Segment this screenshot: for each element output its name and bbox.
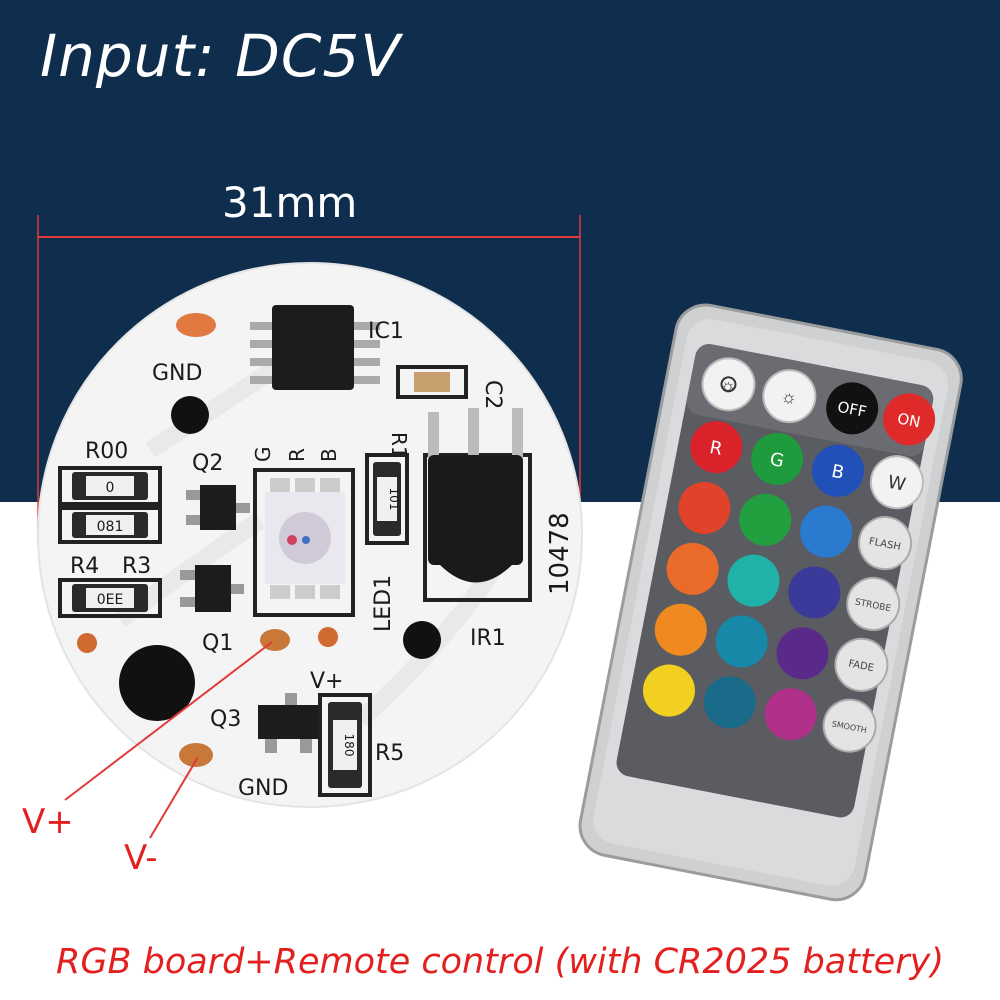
dimension-label: 31mm (222, 178, 358, 227)
label-r: R (285, 448, 309, 462)
smooth-button[interactable]: SMOOTH (819, 695, 880, 756)
on-button[interactable]: ON (879, 389, 940, 450)
transistor-q2 (186, 485, 250, 530)
color-button-grid: R G B W (638, 417, 927, 745)
caption: RGB board+Remote control (with CR2025 ba… (56, 942, 944, 982)
color-button[interactable] (723, 550, 784, 611)
v-minus-pointer (149, 756, 199, 839)
label-r5: R5 (375, 741, 404, 766)
brightness-up-button[interactable]: ☼ (698, 354, 759, 415)
svg-text:FADE: FADE (847, 658, 874, 674)
label-led1: LED1 (371, 575, 396, 632)
resistor-r4: 081 (58, 506, 162, 544)
svg-text:101: 101 (387, 488, 401, 511)
label-gnd-top: GND (152, 361, 202, 386)
strobe-button[interactable]: STROBE (843, 573, 904, 634)
svg-text:OFF: OFF (836, 398, 868, 421)
solder-pad (77, 633, 97, 653)
rgb-led-led1 (253, 468, 355, 617)
resistor-r1: 101 (365, 453, 409, 545)
page-title: Input: DC5V (40, 22, 401, 90)
solder-pad (318, 627, 338, 647)
transistor-q1 (180, 565, 244, 612)
transistor-q3 (258, 693, 318, 753)
fade-button[interactable]: FADE (831, 634, 892, 695)
label-q2: Q2 (192, 451, 223, 476)
ir-receiver-ir1 (423, 408, 532, 602)
svg-text:W: W (886, 472, 908, 496)
green-button[interactable]: G (747, 428, 808, 489)
color-button[interactable] (650, 599, 711, 660)
red-button[interactable]: R (686, 417, 747, 478)
label-g: G (251, 447, 275, 463)
svg-text:0EE: 0EE (97, 592, 124, 608)
color-button[interactable] (772, 623, 833, 684)
svg-text:G: G (768, 449, 786, 472)
board-serial: 10478 (545, 512, 575, 595)
svg-text:180: 180 (342, 734, 356, 757)
off-button[interactable]: OFF (822, 378, 883, 439)
brightness-down-button[interactable]: ☼ (759, 366, 820, 427)
resistor-r3: 0EE (58, 578, 162, 618)
mounting-hole (171, 396, 209, 434)
color-button[interactable] (662, 538, 723, 599)
label-c2: C2 (480, 380, 505, 409)
label-r00: R00 (85, 439, 128, 464)
svg-text:081: 081 (97, 519, 124, 535)
solder-pad (179, 743, 213, 767)
label-q3: Q3 (210, 707, 241, 732)
color-button[interactable] (796, 501, 857, 562)
dimension-line (37, 215, 581, 545)
label-ic1: IC1 (368, 319, 404, 344)
blue-button[interactable]: B (808, 440, 869, 501)
resistor-r5: 180 (318, 693, 372, 797)
color-button[interactable] (711, 611, 772, 672)
label-r4: R4 (70, 554, 99, 579)
svg-text:R: R (708, 437, 724, 460)
svg-text:ON: ON (896, 409, 922, 431)
mounting-hole (403, 621, 441, 659)
remote-control: ☼ ☼ OFF ON R G B (578, 303, 963, 902)
color-button[interactable] (735, 489, 796, 550)
label-ir1: IR1 (470, 626, 506, 651)
sun-dim-icon: ☼ (779, 386, 799, 409)
svg-text:0: 0 (106, 480, 115, 496)
solder-pad (176, 313, 216, 337)
v-plus-pointer (64, 641, 273, 801)
color-button[interactable] (699, 672, 760, 733)
label-r3: R3 (122, 554, 151, 579)
label-b: B (317, 448, 341, 462)
v-plus-label: V+ (22, 802, 74, 842)
ic1-chip (250, 305, 380, 390)
color-button[interactable] (674, 478, 735, 539)
label-gnd-bottom: GND (238, 776, 288, 801)
flash-button[interactable]: FLASH (855, 513, 916, 574)
white-button[interactable]: W (866, 452, 927, 513)
svg-text:B: B (830, 461, 846, 484)
sun-icon: ☼ (718, 374, 738, 397)
v-minus-label: V- (124, 838, 158, 878)
rgb-pcb-board: IC1 C2 GND R00 0 081 R4 R3 0EE Q2 (37, 262, 583, 808)
label-v-plus: V+ (310, 669, 343, 694)
color-button[interactable] (784, 562, 845, 623)
resistor-r00: 0 (58, 466, 162, 506)
label-q1: Q1 (202, 631, 233, 656)
color-button[interactable] (760, 684, 821, 745)
color-button[interactable] (638, 660, 699, 721)
mounting-hole (119, 645, 195, 721)
